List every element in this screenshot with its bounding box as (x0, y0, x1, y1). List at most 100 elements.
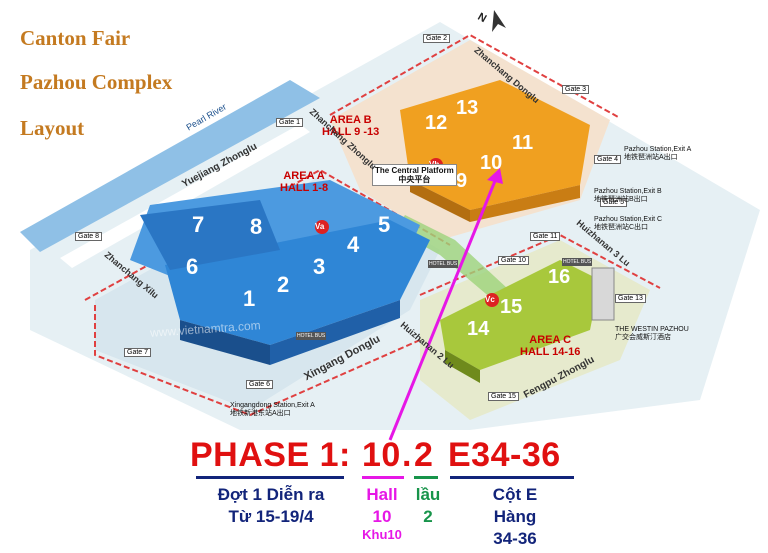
title-line-1: Canton Fair (20, 26, 131, 50)
legend-hall-line2: 10 (372, 507, 392, 526)
gate-11: Gate 11 (530, 232, 561, 241)
area-b-shadow (410, 180, 470, 222)
gate-8: Gate 8 (75, 232, 103, 241)
station-xingang: Xingangdong Station,Exit A 地铁新港东站A出口 (230, 402, 315, 418)
phase-floor: 2 (414, 436, 434, 474)
pointer-line (388, 175, 499, 441)
hall-7: 7 (192, 212, 205, 237)
gate-3: Gate 3 (562, 85, 590, 94)
central-platform-label: The Central Platform 中央平台 (372, 164, 457, 186)
phase-prefix: PHASE 1: (190, 436, 351, 474)
area-a-name: AREA A (283, 170, 325, 182)
hall-16: 16 (548, 266, 571, 288)
gate-1: Gate 1 (276, 118, 304, 127)
hall-3: 3 (313, 254, 326, 279)
legend-floor-line1: lầu (415, 485, 441, 504)
gate-4: Gate 4 (594, 155, 622, 164)
area-b-shadow2 (470, 185, 580, 222)
legend-booth-line1: Cột E (492, 485, 538, 504)
boundary-line-left (94, 305, 421, 417)
pointer-head (487, 168, 503, 184)
hall-8: 8 (250, 214, 263, 239)
legend-hall: Hall 10 Khu10 (352, 484, 412, 542)
hall-10: 10 (480, 152, 503, 174)
legend-hall-line1: Hall (366, 485, 398, 504)
gate-5: Gate 5 (600, 198, 628, 207)
hall-2: 2 (277, 272, 290, 297)
hotel-bus-3: HOTEL BUS (562, 258, 593, 266)
area-a-label: AREA A HALL 1-8 (280, 170, 328, 194)
marker-va (315, 220, 329, 234)
station-pazhou-c: Pazhou Station,Exit C 地铁琶洲站C出口 (594, 216, 662, 232)
legend-booth: Cột E Hàng 34-36 (470, 484, 560, 550)
underline-floor (414, 476, 438, 479)
phase-dot: . (402, 436, 412, 474)
legend-hall-line3: Khu10 (362, 527, 402, 542)
gate-13: Gate 13 (615, 294, 646, 303)
westin-cn: 广交会威斯汀酒店 (615, 334, 671, 341)
legend-floor-line2: 2 (423, 507, 433, 526)
gate-6: Gate 6 (246, 380, 274, 389)
gate-2: Gate 2 (423, 34, 451, 43)
hall-1: 1 (243, 286, 256, 311)
station-pazhou-b-cn: 地铁琶洲站B出口 (594, 196, 648, 203)
hall-12: 12 (425, 112, 448, 134)
hotel-bus-2: HOTEL BUS (428, 260, 459, 268)
legend-booth-line3: 34-36 (493, 529, 537, 548)
title-line-3: Layout (20, 116, 85, 140)
legend-phase-line2: Từ 15-19/4 (228, 507, 314, 526)
gate-15: Gate 15 (488, 392, 519, 401)
marker-vc-label: Vc (485, 295, 495, 304)
westin-en: THE WESTIN PAZHOU (615, 326, 689, 333)
area-a-halls: HALL 1-8 (280, 182, 329, 194)
area-a-shadow2 (270, 300, 400, 365)
pearl-river (20, 80, 320, 252)
area-c-name: AREA C (529, 334, 572, 346)
area-b-halls: HALL 9 -13 (322, 126, 380, 138)
station-pazhou-c-en: Pazhou Station,Exit C (594, 216, 663, 223)
area-a-building-front (165, 220, 430, 345)
hall-11: 11 (512, 132, 534, 154)
hotel-bus-1: HOTEL BUS (296, 332, 327, 340)
hall-9: 9 (456, 170, 468, 192)
area-a-shadow (180, 320, 270, 365)
station-pazhou-a-cn: 地铁琶洲站A出口 (624, 154, 678, 161)
marker-vc (485, 293, 499, 307)
phase-booth: E34-36 (448, 436, 561, 474)
area-c-halls: HALL 14-16 (520, 346, 581, 358)
hall-4: 4 (347, 232, 360, 257)
area-b-name: AREA B (329, 114, 372, 126)
gate-7: Gate 7 (124, 348, 152, 357)
area-c-label: AREA C HALL 14-16 (520, 334, 580, 358)
hall-14: 14 (467, 318, 490, 340)
hall-13: 13 (456, 97, 479, 119)
central-platform-en: The Central Platform (375, 166, 454, 175)
station-xingang-cn: 地铁新港东站A出口 (230, 410, 291, 417)
hall-6: 6 (186, 254, 199, 279)
area-c-building (440, 260, 600, 370)
area-c-shadow (445, 350, 480, 383)
westin-label: THE WESTIN PAZHOU 广交会威斯汀酒店 (615, 326, 689, 342)
legend-floor: lầu 2 (408, 484, 448, 528)
central-platform-cn: 中央平台 (398, 175, 431, 184)
hall-15: 15 (500, 296, 523, 318)
area-b-label: AREA B HALL 9 -13 (322, 114, 379, 138)
area-a-roof-left (140, 200, 280, 270)
underline-phase (196, 476, 344, 479)
legend-phase: Đợt 1 Diễn ra Từ 15-19/4 (196, 484, 346, 528)
legend-booth-line2: Hàng (493, 507, 537, 526)
station-pazhou-a: Pazhou Station,Exit A 地铁琶洲站A出口 (624, 146, 691, 162)
station-pazhou-a-en: Pazhou Station,Exit A (624, 146, 692, 153)
station-xingang-en: Xingangdong Station,Exit A (230, 402, 315, 409)
title-line-2: Pazhou Complex (20, 70, 173, 94)
station-pazhou-b: Pazhou Station,Exit B 地铁琶洲站B出口 (594, 188, 662, 204)
gate-10: Gate 10 (498, 256, 529, 265)
underline-booth (450, 476, 574, 479)
station-pazhou-c-cn: 地铁琶洲站C出口 (594, 224, 649, 231)
outer-road (60, 124, 310, 268)
underline-hall (362, 476, 404, 479)
phase-hall: 10 (362, 436, 401, 474)
legend-phase-line1: Đợt 1 Diễn ra (217, 485, 325, 504)
